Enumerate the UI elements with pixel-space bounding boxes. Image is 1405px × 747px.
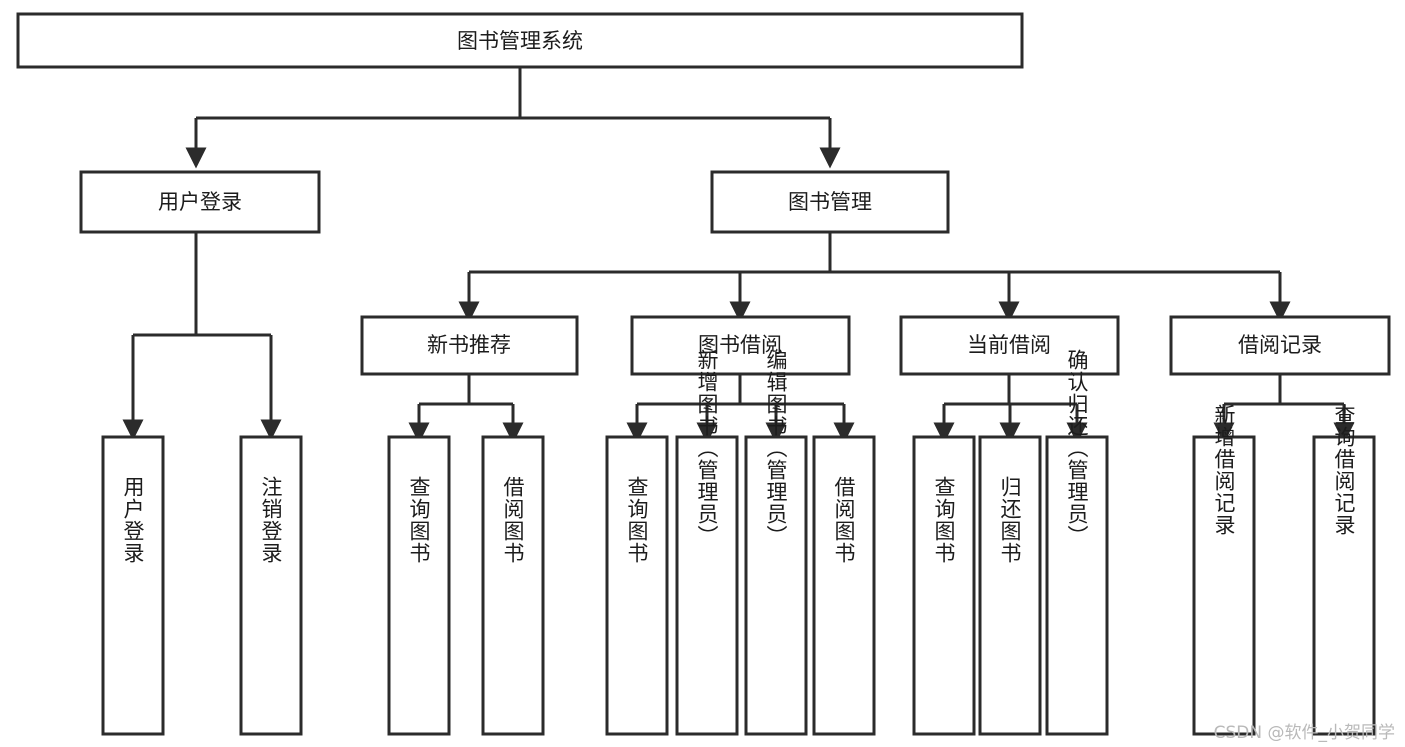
leaf-query-book-2[interactable]: 查询图书 [605, 435, 669, 736]
node-book-manage-label: 图书管理 [788, 190, 872, 214]
leaf-edit-book-label: 编辑图书（管理员） [764, 349, 788, 547]
csdn-watermark: CSDN @软件_小贺同学 [1213, 723, 1395, 743]
leaf-query-book-2-label: 查询图书 [625, 476, 649, 564]
connector-userlogin-to-leaves [122, 232, 282, 441]
node-current-borrow-label: 当前借阅 [967, 333, 1051, 357]
node-new-book-recommend-label: 新书推荐 [427, 333, 511, 357]
leaf-confirm-return-label: 确认归还（管理员） [1065, 349, 1089, 547]
leaf-query-book-3[interactable]: 查询图书 [912, 435, 976, 736]
leaf-confirm-return[interactable]: 确认归还（管理员） [1045, 349, 1109, 736]
leaf-add-record-label: 新增借阅记录 [1212, 404, 1236, 536]
node-user-login[interactable]: 用户登录 [79, 170, 321, 234]
node-book-manage[interactable]: 图书管理 [710, 170, 950, 234]
leaf-query-book-1-label: 查询图书 [407, 476, 431, 564]
connector-bookmanage-to-level3 [458, 232, 1291, 323]
node-new-book-recommend[interactable]: 新书推荐 [360, 315, 579, 376]
leaf-borrow-book-2[interactable]: 借阅图书 [812, 435, 876, 736]
node-current-borrow[interactable]: 当前借阅 [899, 315, 1120, 376]
leaf-logout-login[interactable]: 注销登录 [239, 435, 303, 736]
node-book-borrow-label: 图书借阅 [698, 333, 782, 357]
leaf-add-book-label: 新增图书（管理员） [695, 349, 719, 547]
connector-root-to-level2 [185, 67, 841, 169]
leaf-borrow-book-1-label: 借阅图书 [501, 476, 525, 564]
leaf-logout-login-label: 注销登录 [259, 476, 283, 564]
leaf-return-book[interactable]: 归还图书 [978, 435, 1042, 736]
leaf-add-book[interactable]: 新增图书（管理员） [675, 349, 739, 736]
node-root-label: 图书管理系统 [457, 29, 583, 53]
connector-currentborrow-to-leaves [933, 375, 1088, 444]
leaf-query-record[interactable]: 查询借阅记录 [1312, 404, 1376, 736]
leaf-query-book-1[interactable]: 查询图书 [387, 435, 451, 736]
connector-bookborrow-to-leaves [626, 375, 855, 444]
node-borrow-record[interactable]: 借阅记录 [1169, 315, 1391, 376]
node-book-borrow[interactable]: 图书借阅 [630, 315, 851, 376]
connector-borrowrecord-to-leaves [1213, 375, 1355, 444]
leaf-query-book-3-label: 查询图书 [932, 476, 956, 564]
leaf-user-login[interactable]: 用户登录 [101, 435, 165, 736]
leaf-edit-book[interactable]: 编辑图书（管理员） [744, 349, 808, 736]
leaf-borrow-book-2-label: 借阅图书 [832, 476, 856, 564]
node-root[interactable]: 图书管理系统 [16, 12, 1024, 69]
connector-newbook-to-leaves [408, 375, 524, 444]
leaf-add-record[interactable]: 新增借阅记录 [1192, 404, 1256, 736]
node-borrow-record-label: 借阅记录 [1238, 333, 1322, 357]
node-user-login-label: 用户登录 [158, 190, 242, 214]
leaf-borrow-book-1[interactable]: 借阅图书 [481, 435, 545, 736]
leaf-query-record-label: 查询借阅记录 [1332, 404, 1356, 536]
leaf-user-login-label: 用户登录 [121, 476, 145, 564]
leaf-return-book-label: 归还图书 [998, 476, 1022, 564]
